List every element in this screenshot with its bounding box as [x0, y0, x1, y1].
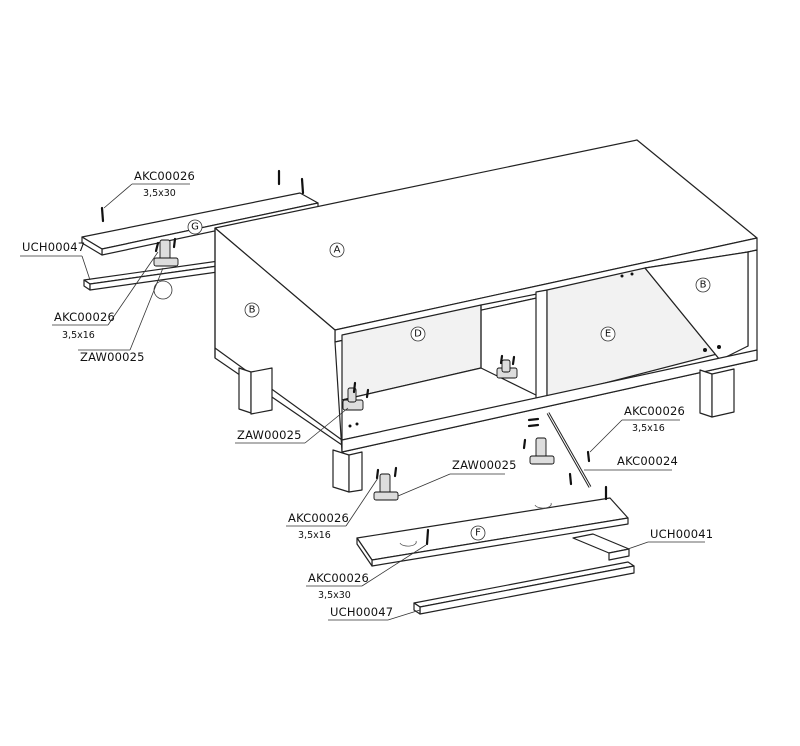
callout-zaw-center-left: ZAW00025 — [235, 407, 349, 444]
hinge-f-left — [373, 466, 399, 501]
screws — [100, 169, 608, 546]
svg-text:3,5x16: 3,5x16 — [632, 423, 665, 434]
panel-letter-f: F — [470, 525, 486, 541]
svg-text:3,5x30: 3,5x30 — [143, 188, 176, 199]
svg-text:AKC00026: AKC00026 — [308, 571, 369, 585]
svg-text:AKC00026: AKC00026 — [134, 169, 195, 183]
panel-letter-e: E — [600, 326, 616, 342]
callout-akc-bottom-left: AKC00026 3,5x16 — [286, 477, 379, 541]
svg-text:3,5x16: 3,5x16 — [298, 530, 331, 541]
door-panel-f — [356, 497, 629, 567]
panel-letter-g: G — [187, 219, 203, 235]
svg-text:UCH00047: UCH00047 — [22, 240, 85, 254]
panel-letter-b-right: B — [695, 277, 711, 293]
svg-text:UCH00047: UCH00047 — [330, 605, 393, 619]
svg-text:AKC00026: AKC00026 — [624, 404, 685, 418]
hinge-f-right — [522, 417, 555, 465]
svg-text:F: F — [475, 528, 481, 539]
legs — [238, 367, 735, 493]
callout-akc-left-mid: AKC00026 3,5x16 — [52, 251, 159, 341]
rail-uch00041 — [572, 533, 630, 561]
svg-text:D: D — [414, 329, 422, 340]
hinge-left-inner — [342, 381, 370, 411]
panel-letter-d: D — [410, 326, 426, 342]
svg-text:ZAW00025: ZAW00025 — [237, 428, 302, 442]
rail-uch00047-top — [83, 257, 247, 291]
svg-text:UCH00041: UCH00041 — [650, 527, 713, 541]
rail-uch00047-bottom — [413, 561, 635, 615]
flap-stay — [546, 412, 592, 488]
svg-text:3,5x30: 3,5x30 — [318, 590, 351, 601]
svg-text:AKC00024: AKC00024 — [617, 454, 678, 468]
panel-letter-b-left: B — [244, 302, 260, 318]
svg-text:E: E — [605, 329, 611, 340]
svg-text:AKC00026: AKC00026 — [54, 310, 115, 324]
door-panel-g — [81, 192, 319, 300]
panel-letter-a: A — [329, 242, 345, 258]
svg-text:AKC00026: AKC00026 — [288, 511, 349, 525]
hinge-g — [153, 237, 179, 267]
svg-text:3,5x16: 3,5x16 — [62, 330, 95, 341]
callout-zaw-center: ZAW00025 — [397, 458, 517, 497]
callout-akc-right: AKC00026 3,5x16 — [589, 404, 685, 453]
svg-text:ZAW00025: ZAW00025 — [80, 350, 145, 364]
svg-text:B: B — [700, 280, 707, 291]
callout-akc-bottom: AKC00026 3,5x30 — [306, 544, 427, 601]
callout-uch-top-left: UCH00047 — [20, 240, 91, 281]
hinge-center-inner — [496, 354, 518, 379]
main-carcass — [214, 139, 758, 453]
svg-text:A: A — [334, 245, 341, 256]
callout-zaw-left-mid: ZAW00025 — [78, 267, 164, 364]
callout-uch-bottom: UCH00047 — [328, 605, 421, 621]
svg-text:B: B — [249, 305, 256, 316]
svg-text:G: G — [191, 222, 199, 233]
callout-akc24-right: AKC00024 — [584, 454, 678, 471]
callout-uch41-right: UCH00041 — [624, 527, 713, 551]
callout-akc-top-left: AKC00026 3,5x30 — [103, 169, 195, 209]
svg-text:ZAW00025: ZAW00025 — [452, 458, 517, 472]
